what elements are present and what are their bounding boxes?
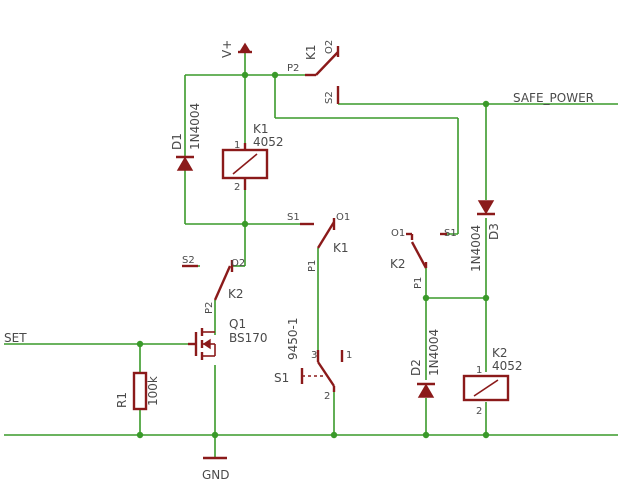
d2-diode xyxy=(417,382,435,398)
d2-name: D2 xyxy=(409,359,423,376)
junction-dot xyxy=(271,71,279,79)
junctions xyxy=(136,71,490,439)
labels: V+ GND SET SAFE_POWER D1 1N4004 K1 4052 … xyxy=(4,40,594,482)
junction-dot xyxy=(422,431,430,439)
k1-mid-contact xyxy=(300,218,336,249)
junction-dot xyxy=(241,220,249,228)
k2-right-o1: O1 xyxy=(391,228,405,239)
q1-value: BS170 xyxy=(229,331,268,345)
k1-top-o2: O2 xyxy=(324,40,335,54)
d1-name: D1 xyxy=(170,133,184,150)
k1-mid-o1: O1 xyxy=(336,212,350,223)
k1-top-contact-name: K1 xyxy=(304,44,318,60)
k1-coil xyxy=(221,143,269,190)
k2-left-s2: S2 xyxy=(182,255,195,266)
gnd-label: GND xyxy=(202,468,230,482)
k1-top-s2: S2 xyxy=(324,91,335,104)
k1-mid-name: K1 xyxy=(333,241,349,255)
k2-name: K2 xyxy=(492,346,508,360)
s1-pin-2: 2 xyxy=(324,391,330,402)
k1-mid-p1: P1 xyxy=(307,260,318,272)
wires xyxy=(4,53,618,458)
q1-name: Q1 xyxy=(229,317,246,331)
s1-pin-1: 1 xyxy=(346,350,352,361)
k2-pin-1: 1 xyxy=(476,365,482,376)
vplus-label: V+ xyxy=(220,40,234,58)
k1-mid-s1: S1 xyxy=(287,212,300,223)
q1-mosfet xyxy=(188,328,216,360)
d3-diode xyxy=(477,200,495,216)
k1-top-contact xyxy=(305,46,340,104)
k1-value: 4052 xyxy=(253,135,284,149)
k2-left-o2: O2 xyxy=(231,258,245,269)
d2-value: 1N4004 xyxy=(427,329,441,376)
k2-left-p2: P2 xyxy=(204,302,215,314)
junction-dot xyxy=(482,431,490,439)
junction-dot xyxy=(482,294,490,302)
k2-pin-2: 2 xyxy=(476,406,482,417)
junction-dot xyxy=(136,431,144,439)
junction-dot xyxy=(136,340,144,348)
k2-right-contact xyxy=(406,232,447,269)
d1-value: 1N4004 xyxy=(188,103,202,150)
set-label: SET xyxy=(4,331,27,345)
k1-top-p2: P2 xyxy=(287,63,299,74)
k2-coil xyxy=(462,374,510,402)
k1-pin-2: 2 xyxy=(234,182,240,193)
k1-name: K1 xyxy=(253,122,269,136)
d1-diode xyxy=(176,155,194,171)
s1-name: S1 xyxy=(274,371,289,385)
junction-dot xyxy=(422,294,430,302)
r1-name: R1 xyxy=(115,392,129,408)
junction-dot xyxy=(211,431,219,439)
k2-left-contact xyxy=(182,260,234,301)
junction-dot xyxy=(330,431,338,439)
r1-resistor xyxy=(132,371,148,411)
vplus-symbol xyxy=(238,42,252,54)
k2-right-s1: S1 xyxy=(444,228,457,239)
s1-pin-3: 3 xyxy=(311,350,317,361)
k1-pin-1: 1 xyxy=(234,140,240,151)
k2-left-name: K2 xyxy=(228,287,244,301)
k2-value: 4052 xyxy=(492,359,523,373)
k2-right-p1: P1 xyxy=(413,277,424,289)
s1-switch xyxy=(300,350,344,392)
k2-right-name: K2 xyxy=(390,257,406,271)
junction-dot xyxy=(482,100,490,108)
d3-name: D3 xyxy=(487,223,501,240)
r1-value: 100k xyxy=(146,376,160,406)
s1-value: 9450-1 xyxy=(286,317,300,360)
safe-power-label: SAFE_POWER xyxy=(513,91,594,105)
junction-dot xyxy=(241,71,249,79)
d3-value: 1N4004 xyxy=(469,225,483,272)
